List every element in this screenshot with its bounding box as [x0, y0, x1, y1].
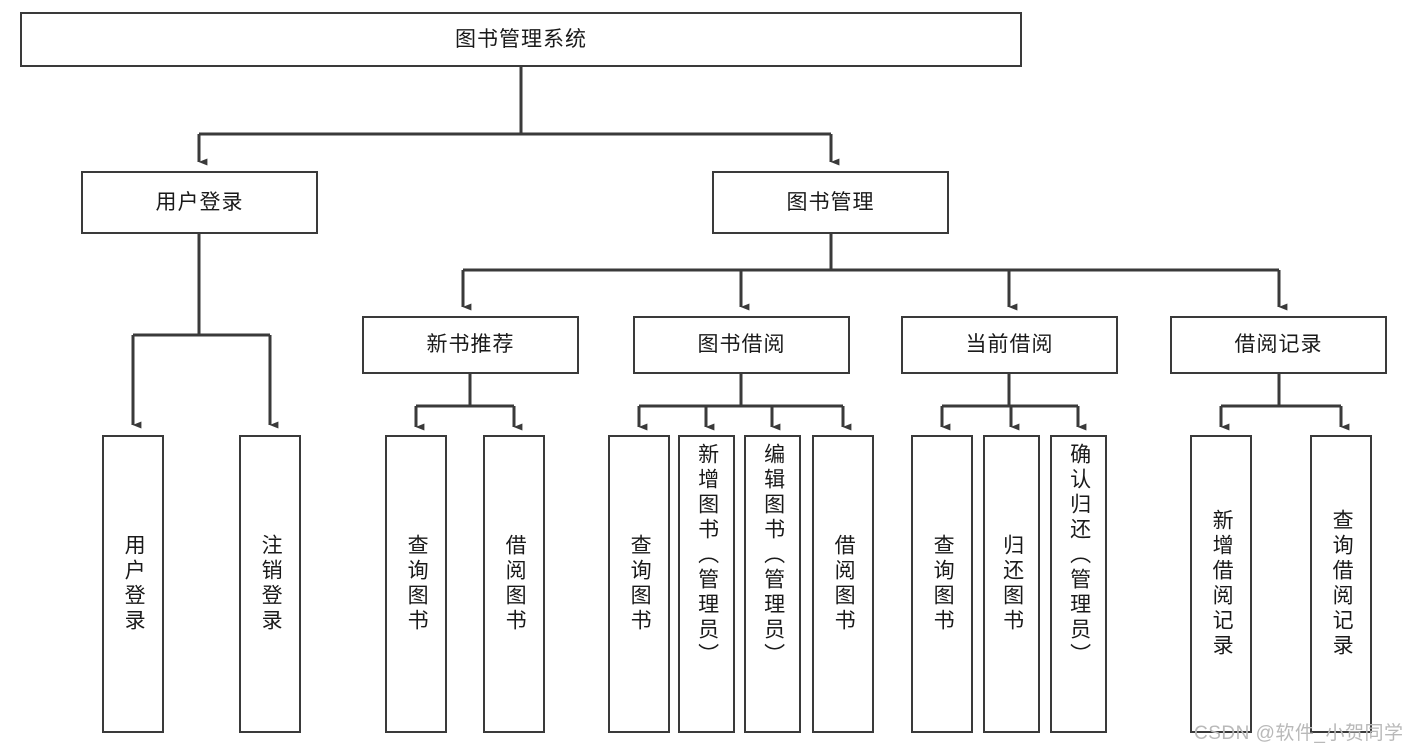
node-borrow-record[interactable]: 借阅记录 [1170, 316, 1387, 374]
node-current-borrow-label: 当前借阅 [965, 333, 1054, 357]
leaf-borrow-borrow-book[interactable]: 借阅图书 [812, 435, 874, 733]
leaf-record-query-record[interactable]: 查询借阅记录 [1310, 435, 1372, 733]
leaf-label: 新增借阅记录 [1210, 509, 1234, 659]
node-borrow-record-label: 借阅记录 [1234, 333, 1323, 357]
node-book-management[interactable]: 图书管理 [712, 171, 949, 234]
leaf-borrow-edit-book-admin[interactable]: 编辑图书（管理员） [744, 435, 801, 733]
leaf-label: 借阅图书 [503, 534, 527, 634]
node-book-borrow-label: 图书借阅 [697, 333, 786, 357]
leaf-newbook-borrow-book[interactable]: 借阅图书 [483, 435, 545, 733]
node-book-management-label: 图书管理 [786, 190, 875, 214]
leaf-label: 查询图书 [628, 534, 652, 634]
leaf-label: 查询图书 [931, 534, 955, 634]
node-root[interactable]: 图书管理系统 [20, 12, 1022, 67]
leaf-label: 确认归还（管理员） [1067, 443, 1091, 668]
leaf-label: 借阅图书 [832, 534, 856, 634]
leaf-current-query-book[interactable]: 查询图书 [911, 435, 973, 733]
leaf-label: 新增图书（管理员） [695, 443, 719, 668]
leaf-record-add-record[interactable]: 新增借阅记录 [1190, 435, 1252, 733]
leaf-current-confirm-return-admin[interactable]: 确认归还（管理员） [1050, 435, 1107, 733]
node-new-book-recommend[interactable]: 新书推荐 [362, 316, 579, 374]
node-root-label: 图书管理系统 [455, 27, 587, 51]
leaf-label: 注销登录 [259, 534, 283, 634]
leaf-current-return-book[interactable]: 归还图书 [983, 435, 1040, 733]
node-user-login[interactable]: 用户登录 [81, 171, 318, 234]
leaf-borrow-add-book-admin[interactable]: 新增图书（管理员） [678, 435, 735, 733]
leaf-label: 编辑图书（管理员） [761, 443, 785, 668]
watermark: CSDN @软件_小贺同学 [1194, 723, 1404, 744]
node-new-book-recommend-label: 新书推荐 [426, 333, 515, 357]
leaf-user-login-login[interactable]: 用户登录 [102, 435, 164, 733]
leaf-label: 查询图书 [405, 534, 429, 634]
leaf-user-login-logout[interactable]: 注销登录 [239, 435, 301, 733]
node-user-login-label: 用户登录 [155, 190, 244, 214]
leaf-label: 用户登录 [122, 534, 146, 634]
leaf-borrow-query-book[interactable]: 查询图书 [608, 435, 670, 733]
leaf-newbook-query-book[interactable]: 查询图书 [385, 435, 447, 733]
leaf-label: 查询借阅记录 [1330, 509, 1354, 659]
node-book-borrow[interactable]: 图书借阅 [633, 316, 850, 374]
leaf-label: 归还图书 [1000, 534, 1024, 634]
node-current-borrow[interactable]: 当前借阅 [901, 316, 1118, 374]
